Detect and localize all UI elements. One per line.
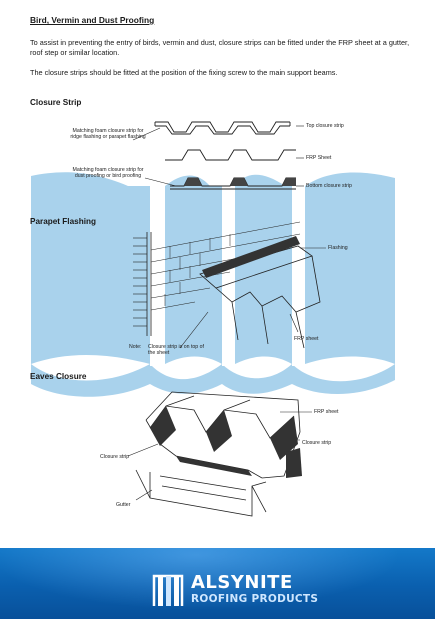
eaves-closure-strip-left-label: Closure strip — [100, 454, 130, 460]
eaves-closure-title: Eaves Closure — [30, 372, 87, 381]
bottom-closure-strip-label: Bottom closure strip — [306, 183, 352, 189]
brand-name: ALSYNITE — [191, 572, 293, 593]
footer-glow — [0, 548, 435, 619]
note-text: Closure strip is on top of the sheet — [148, 344, 204, 356]
parapet-flashing-title: Parapet Flashing — [30, 217, 96, 226]
dust-foam-strip-label: Matching foam closure strip for dust pro… — [72, 167, 144, 179]
frp-sheet-watermark — [31, 172, 395, 397]
alsynite-logo-icon — [152, 574, 184, 606]
intro-paragraph: To assist in preventing the entry of bir… — [30, 38, 410, 58]
flashing-shadow — [202, 236, 300, 278]
top-closure-strip-label: Top closure strip — [306, 123, 344, 129]
technical-diagrams — [31, 121, 395, 517]
gutter-label: Gutter — [116, 502, 131, 508]
parapet-frp-sheet-label: FRP sheet — [294, 336, 319, 342]
ridge-foam-strip-label: Matching foam closure strip for ridge fl… — [70, 128, 146, 140]
closure-strip-title: Closure Strip — [30, 98, 82, 107]
page-heading: Bird, Vermin and Dust Proofing — [30, 15, 155, 25]
note-label: Note: — [129, 344, 142, 350]
brand-tagline: ROOFING PRODUCTS — [191, 593, 319, 605]
frp-sheet-label: FRP Sheet — [306, 155, 332, 161]
footer-banner — [0, 548, 435, 619]
flashing-label: Flashing — [328, 245, 348, 251]
eaves-shadow — [150, 406, 302, 478]
fitting-paragraph: The closure strips should be fitted at t… — [30, 68, 338, 77]
eaves-frp-sheet-label: FRP sheet — [314, 409, 339, 415]
closure-strip-drawing — [132, 121, 304, 190]
eaves-closure-strip-right-label: Closure strip — [302, 440, 332, 446]
